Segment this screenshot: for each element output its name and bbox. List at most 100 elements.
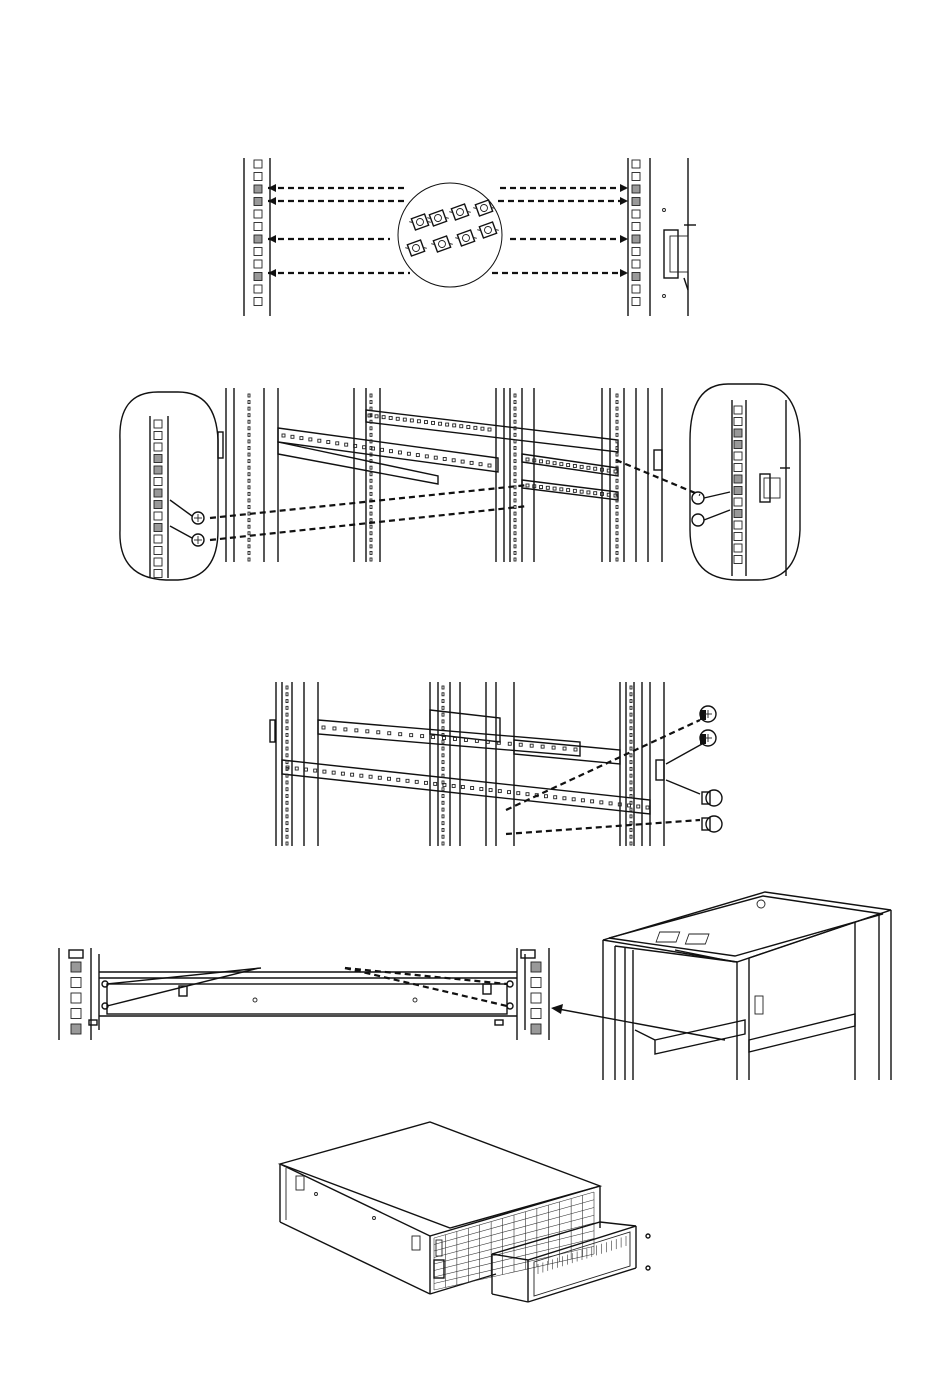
post-slot xyxy=(442,842,444,845)
rail-hole xyxy=(154,420,162,428)
rail-hole xyxy=(734,544,742,552)
screw-paths xyxy=(506,720,702,834)
rail-slot xyxy=(377,731,380,734)
cage-nut-hole xyxy=(632,273,640,281)
rail-slot xyxy=(446,423,449,426)
post-slot xyxy=(286,733,288,736)
rail-slot xyxy=(398,451,401,454)
post-slot xyxy=(630,700,632,703)
post-slot xyxy=(630,713,632,716)
rail-slot xyxy=(453,737,456,740)
post-slot xyxy=(616,407,618,410)
post-slot xyxy=(630,788,632,791)
post-slot xyxy=(370,545,372,548)
rail-slot xyxy=(432,736,435,739)
cage-nut-hole xyxy=(734,487,742,495)
door-hinge xyxy=(663,158,697,316)
rail-front-view xyxy=(59,948,549,1040)
post-slot xyxy=(370,506,372,509)
rail-slot xyxy=(560,488,563,491)
rail-hole xyxy=(154,512,162,520)
post-slot xyxy=(442,781,444,784)
rail-hole xyxy=(154,478,162,486)
post-slot xyxy=(286,801,288,804)
post-slot xyxy=(370,473,372,476)
rail-slot xyxy=(355,729,358,732)
rail-hole xyxy=(734,452,742,460)
rail-slot xyxy=(470,461,473,464)
post-slot xyxy=(514,460,516,463)
rail-slot xyxy=(573,464,576,467)
rail-slot xyxy=(471,787,474,790)
rail-hole xyxy=(254,223,262,231)
rail-slot xyxy=(553,487,556,490)
rail-slot xyxy=(333,727,336,730)
rail-slot xyxy=(563,747,566,750)
post-slot xyxy=(514,440,516,443)
post-slot xyxy=(442,686,444,689)
rail-slot xyxy=(540,460,543,463)
cage-nut-hole xyxy=(734,510,742,518)
rail-hole xyxy=(254,260,262,268)
rail-slot xyxy=(443,737,446,740)
rail-slot xyxy=(323,770,326,773)
post-slot xyxy=(286,706,288,709)
post-slot xyxy=(616,433,618,436)
rail-slot xyxy=(461,460,464,463)
post-slot xyxy=(630,767,632,770)
post-slot xyxy=(630,808,632,811)
post-slot xyxy=(248,394,250,397)
rail-hole xyxy=(632,173,640,181)
figure-rails-installed xyxy=(55,890,900,1080)
cage-nut-hole xyxy=(154,489,162,497)
cage-nut-hole xyxy=(632,198,640,206)
post-slot xyxy=(616,538,618,541)
post-slot xyxy=(442,828,444,831)
post-slot xyxy=(248,538,250,541)
rail-hole xyxy=(154,535,162,543)
rail-slot xyxy=(424,781,427,784)
post-slot xyxy=(514,538,516,541)
rail-slot xyxy=(526,458,529,461)
rail-hole xyxy=(734,521,742,529)
rail-slot xyxy=(594,467,597,470)
figure-rear-screw-installation xyxy=(270,680,730,850)
post-slot xyxy=(370,519,372,522)
cage-nut-hole xyxy=(254,235,262,243)
rail-slot xyxy=(479,463,482,466)
cage-nut-hole xyxy=(154,466,162,474)
post-slot xyxy=(248,499,250,502)
cage-nut-hole xyxy=(154,501,162,509)
vent-mesh xyxy=(434,1192,594,1290)
post-slot xyxy=(370,407,372,410)
rail-slot xyxy=(526,484,529,487)
post-slot xyxy=(514,519,516,522)
cage-nut-hole xyxy=(632,235,640,243)
rail-hole xyxy=(254,248,262,256)
post-slot xyxy=(286,747,288,750)
rail-slot xyxy=(345,443,348,446)
cage-nut-hole xyxy=(254,273,262,281)
rail-slot xyxy=(489,789,492,792)
post-slot xyxy=(370,486,372,489)
post-slot xyxy=(630,747,632,750)
rail-slot xyxy=(609,802,612,805)
rail-hole xyxy=(734,533,742,541)
rail-closeup-left xyxy=(120,392,218,580)
washer-icon xyxy=(702,790,722,832)
post-slot xyxy=(248,506,250,509)
post-slot xyxy=(370,433,372,436)
cage-nut-hole xyxy=(531,962,541,972)
post-slot xyxy=(286,828,288,831)
post-slot xyxy=(442,815,444,818)
rail-screw-diagram xyxy=(118,380,808,580)
post-slot xyxy=(248,551,250,554)
rail-slot xyxy=(587,466,590,469)
rail-slot xyxy=(381,448,384,451)
rail-slot xyxy=(363,446,366,449)
rail-hole xyxy=(254,173,262,181)
post-slot xyxy=(248,427,250,430)
rail-hole xyxy=(254,298,262,306)
cage-nut-hole xyxy=(734,441,742,449)
rail-slot xyxy=(314,769,317,772)
